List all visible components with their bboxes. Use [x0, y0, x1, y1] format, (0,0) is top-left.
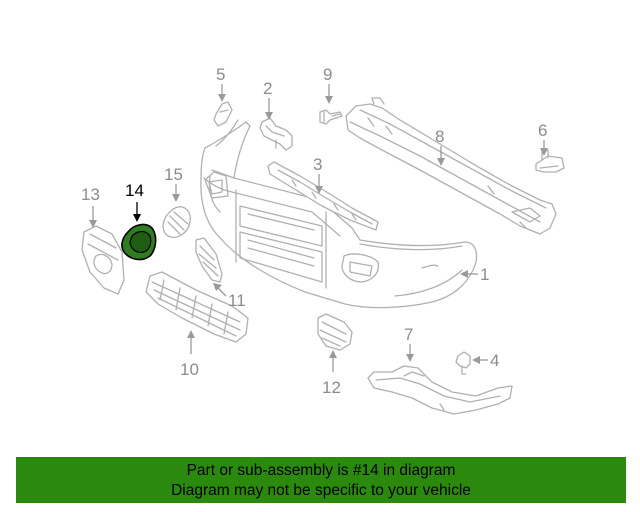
arrow-8-icon	[437, 158, 445, 166]
arrow-9-icon	[325, 96, 333, 104]
part-7-lower-bracket[interactable]	[367, 365, 513, 415]
callout-leaders	[89, 84, 548, 372]
part-5-bracket[interactable]	[213, 101, 233, 127]
part-8-beam[interactable]	[345, 97, 557, 235]
part-6-bracket[interactable]	[535, 149, 565, 173]
part-12-corner-grille[interactable]	[317, 313, 353, 351]
part-10-lower-grille[interactable]	[145, 271, 249, 343]
arrow-2-icon	[265, 112, 273, 120]
arrow-15-icon	[172, 194, 180, 202]
callout-numbers: 1 2 3 4 5 6 7 8 9 10 11 12 13 14 15	[81, 65, 547, 397]
callout-13[interactable]: 13	[81, 185, 100, 204]
banner-line-2: Diagram may not be specific to your vehi…	[171, 482, 471, 499]
callout-1[interactable]: 1	[480, 265, 489, 284]
callout-6[interactable]: 6	[538, 121, 547, 140]
callout-14[interactable]: 14	[125, 181, 144, 200]
callout-12[interactable]: 12	[322, 378, 341, 397]
arrow-7-icon	[406, 354, 414, 362]
arrow-14-icon	[133, 214, 141, 222]
callout-2[interactable]: 2	[263, 79, 272, 98]
part-3-absorber[interactable]	[267, 161, 379, 231]
arrow-13-icon	[89, 220, 97, 228]
callout-15[interactable]: 15	[164, 165, 183, 184]
callout-5[interactable]: 5	[216, 65, 225, 84]
leader-11	[217, 287, 227, 297]
arrow-5-icon	[218, 94, 226, 102]
callout-7[interactable]: 7	[404, 325, 413, 344]
arrow-11-icon	[213, 283, 222, 291]
arrow-1-icon	[460, 270, 468, 278]
callout-4[interactable]: 4	[490, 351, 499, 370]
part-4-clip[interactable]	[455, 351, 471, 375]
part-14-cover[interactable]	[121, 223, 157, 261]
info-banner: Part or sub-assembly is #14 in diagram D…	[16, 457, 626, 503]
banner-line-1: Part or sub-assembly is #14 in diagram	[186, 462, 456, 479]
arrow-12-icon	[329, 350, 337, 358]
arrow-10-icon	[187, 330, 195, 338]
callout-9[interactable]: 9	[323, 65, 332, 84]
callout-10[interactable]: 10	[180, 360, 199, 379]
callout-11[interactable]: 11	[228, 291, 246, 310]
part-2-bracket[interactable]	[259, 117, 293, 151]
arrow-6-icon	[540, 148, 548, 156]
part-1-bumper-cover[interactable]	[200, 119, 478, 309]
arrow-3-icon	[315, 186, 323, 194]
callout-3[interactable]: 3	[313, 155, 322, 174]
callout-8[interactable]: 8	[435, 127, 444, 146]
part-11-side-grille[interactable]	[195, 237, 223, 283]
part-15-grille-insert[interactable]	[162, 206, 191, 238]
part-9-bolt[interactable]	[319, 109, 343, 125]
part-13-fog-lamp-bezel[interactable]	[81, 225, 125, 295]
arrow-4-icon	[472, 356, 480, 364]
